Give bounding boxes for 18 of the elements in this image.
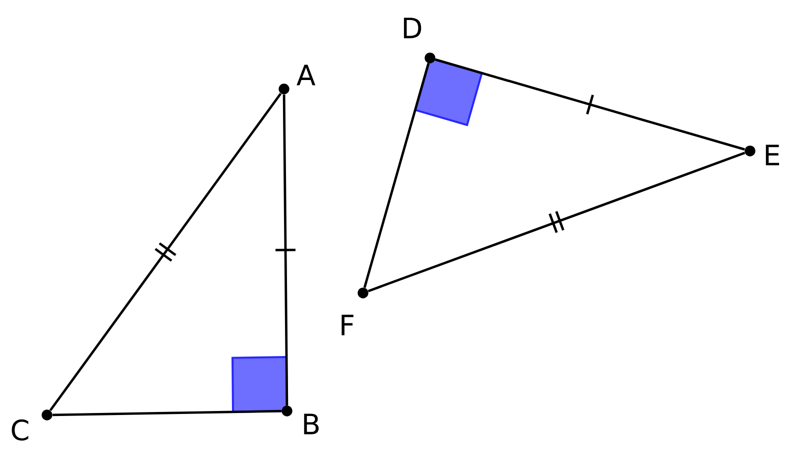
vertex-dot xyxy=(744,146,756,156)
triangle-side xyxy=(282,94,288,406)
vertex-dot xyxy=(358,288,368,298)
vertex-dot xyxy=(424,52,436,64)
triangle-side xyxy=(435,58,745,151)
vertex-label: F xyxy=(342,314,354,336)
vertex-label: C xyxy=(12,419,28,441)
vertex-label: D xyxy=(404,18,422,38)
triangle-side xyxy=(363,63,430,288)
vertex-label: E xyxy=(766,144,780,166)
triangle-side xyxy=(368,152,746,292)
vertex-label: A xyxy=(296,64,316,86)
triangle-side xyxy=(52,410,282,416)
triangle-side xyxy=(49,92,282,412)
vertex-label: B xyxy=(304,414,319,434)
vertex-dot xyxy=(42,410,52,420)
vertex-dot xyxy=(282,406,292,416)
vertex-dot xyxy=(278,84,290,94)
